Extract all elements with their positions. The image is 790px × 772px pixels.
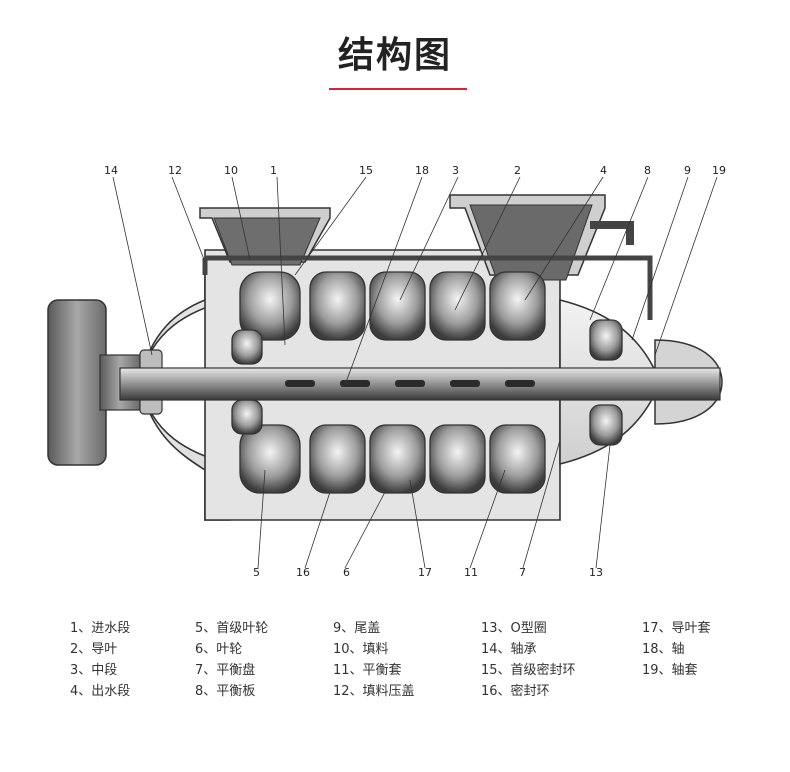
callout-number: 17 (418, 566, 432, 579)
legend-item: 10、填料 (333, 642, 389, 657)
leader-line (294, 176, 367, 276)
callout-number: 19 (712, 164, 726, 177)
outlet-nozzle (449, 194, 606, 281)
callout-number: 11 (464, 566, 478, 579)
leader-line (304, 491, 331, 569)
callout-number: 4 (600, 164, 607, 177)
legend-item: 11、平衡套 (333, 663, 402, 678)
leader-line (522, 439, 561, 569)
leader-line (112, 176, 153, 356)
leader-line (454, 176, 521, 311)
balance-pipe (202, 221, 653, 320)
legend-item: 8、平衡板 (195, 684, 256, 699)
leader-line (231, 176, 251, 261)
callout-number: 12 (168, 164, 182, 177)
callout-number: 16 (296, 566, 310, 579)
legend-item: 2、导叶 (70, 642, 118, 657)
legend-column: 17、导叶套 18、轴 19、轴套 (642, 618, 711, 681)
legend-item: 17、导叶套 (642, 621, 711, 636)
legend-column: 5、首级叶轮 6、叶轮 7、平衡盘 8、平衡板 (195, 618, 268, 702)
legend-item: 7、平衡盘 (195, 663, 256, 678)
callout-number: 9 (684, 164, 691, 177)
legend-column: 9、尾盖 10、填料 11、平衡套 12、填料压盖 (333, 618, 415, 702)
pump-structure-diagram: 14 12 10 1 15 18 3 2 4 8 9 19 5 16 6 17 11 7 13 (47, 164, 726, 579)
callout-number: 18 (415, 164, 429, 177)
callout-number: 7 (519, 566, 526, 579)
leader-line (276, 176, 286, 346)
leader-line (171, 176, 206, 263)
leader-line (654, 176, 718, 356)
callout-number: 5 (253, 566, 260, 579)
callout-number: 15 (359, 164, 373, 177)
callout-number: 1 (270, 164, 277, 177)
leader-line (595, 444, 611, 569)
legend-item: 9、尾盖 (333, 621, 381, 636)
legend-item: 13、O型圈 (481, 621, 547, 636)
legend-item: 3、中段 (70, 663, 118, 678)
callout-number: 6 (343, 566, 350, 579)
legend-item: 15、首级密封环 (481, 663, 576, 678)
legend-item: 1、进水段 (70, 621, 131, 636)
callout-number: 13 (589, 566, 603, 579)
callout-number: 10 (224, 164, 238, 177)
inlet-nozzle (199, 207, 331, 266)
leader-line (589, 176, 649, 321)
callout-number: 8 (644, 164, 651, 177)
callout-number: 14 (104, 164, 118, 177)
leader-line (399, 176, 459, 301)
page-title: 结构图 (337, 35, 452, 76)
leader-line (409, 479, 426, 569)
leader-line (524, 176, 604, 301)
impeller-chambers (231, 271, 623, 494)
leader-line (257, 469, 266, 569)
legend-item: 18、轴 (642, 642, 685, 657)
leader-line (469, 469, 506, 569)
legend-item: 6、叶轮 (195, 642, 243, 657)
legend: 1、进水段 2、导叶 3、中段 4、出水段 5、首级叶轮 6、叶轮 7、平衡盘 8、平衡板 9、… (70, 618, 770, 718)
shaft (119, 367, 721, 401)
legend-item: 16、密封环 (481, 684, 550, 699)
callout-number: 3 (452, 164, 459, 177)
leader-line (344, 491, 386, 569)
legend-item: 4、出水段 (70, 684, 131, 699)
leader-line (631, 176, 689, 341)
callout-number: 2 (514, 164, 521, 177)
legend-item: 5、首级叶轮 (195, 621, 269, 636)
legend-item: 12、填料压盖 (333, 684, 415, 699)
legend-item: 19、轴套 (642, 663, 698, 678)
leader-line (344, 176, 423, 386)
legend-column: 13、O型圈 14、轴承 15、首级密封环 16、密封环 (481, 618, 576, 702)
title-underline (329, 88, 467, 90)
legend-column: 1、进水段 2、导叶 3、中段 4、出水段 (70, 618, 130, 702)
legend-item: 14、轴承 (481, 642, 537, 657)
